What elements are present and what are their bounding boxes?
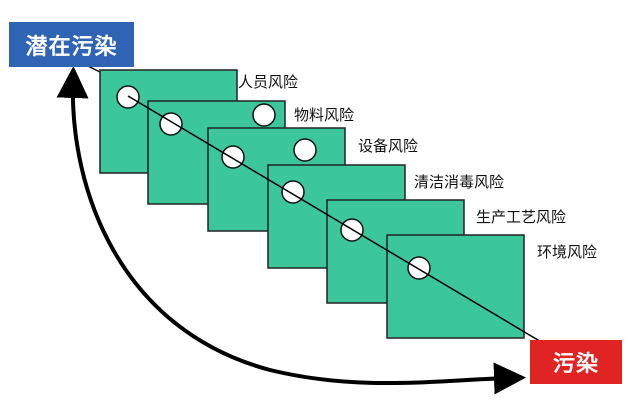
plate-hole bbox=[281, 180, 305, 204]
risk-layer-label: 物料风险 bbox=[294, 106, 354, 124]
risk-layer-label: 生产工艺风险 bbox=[476, 208, 566, 226]
potential-contamination-badge: 潜在污染 bbox=[9, 22, 134, 67]
plate-hole bbox=[407, 256, 431, 280]
risk-layer-label: 环境风险 bbox=[537, 243, 597, 261]
plate-hole bbox=[252, 103, 276, 127]
penetration-line bbox=[127, 95, 549, 347]
plate-hole bbox=[116, 85, 140, 109]
risk-plate bbox=[386, 234, 525, 339]
curved-double-arrow bbox=[56, 66, 526, 395]
plate-hole bbox=[293, 138, 317, 162]
risk-layer-label: 人员风险 bbox=[238, 73, 298, 91]
plate-hole bbox=[221, 145, 245, 169]
contamination-badge: 污染 bbox=[530, 340, 622, 384]
risk-layer-label: 清洁消毒风险 bbox=[414, 173, 504, 191]
risk-layer-label: 设备风险 bbox=[358, 137, 418, 155]
